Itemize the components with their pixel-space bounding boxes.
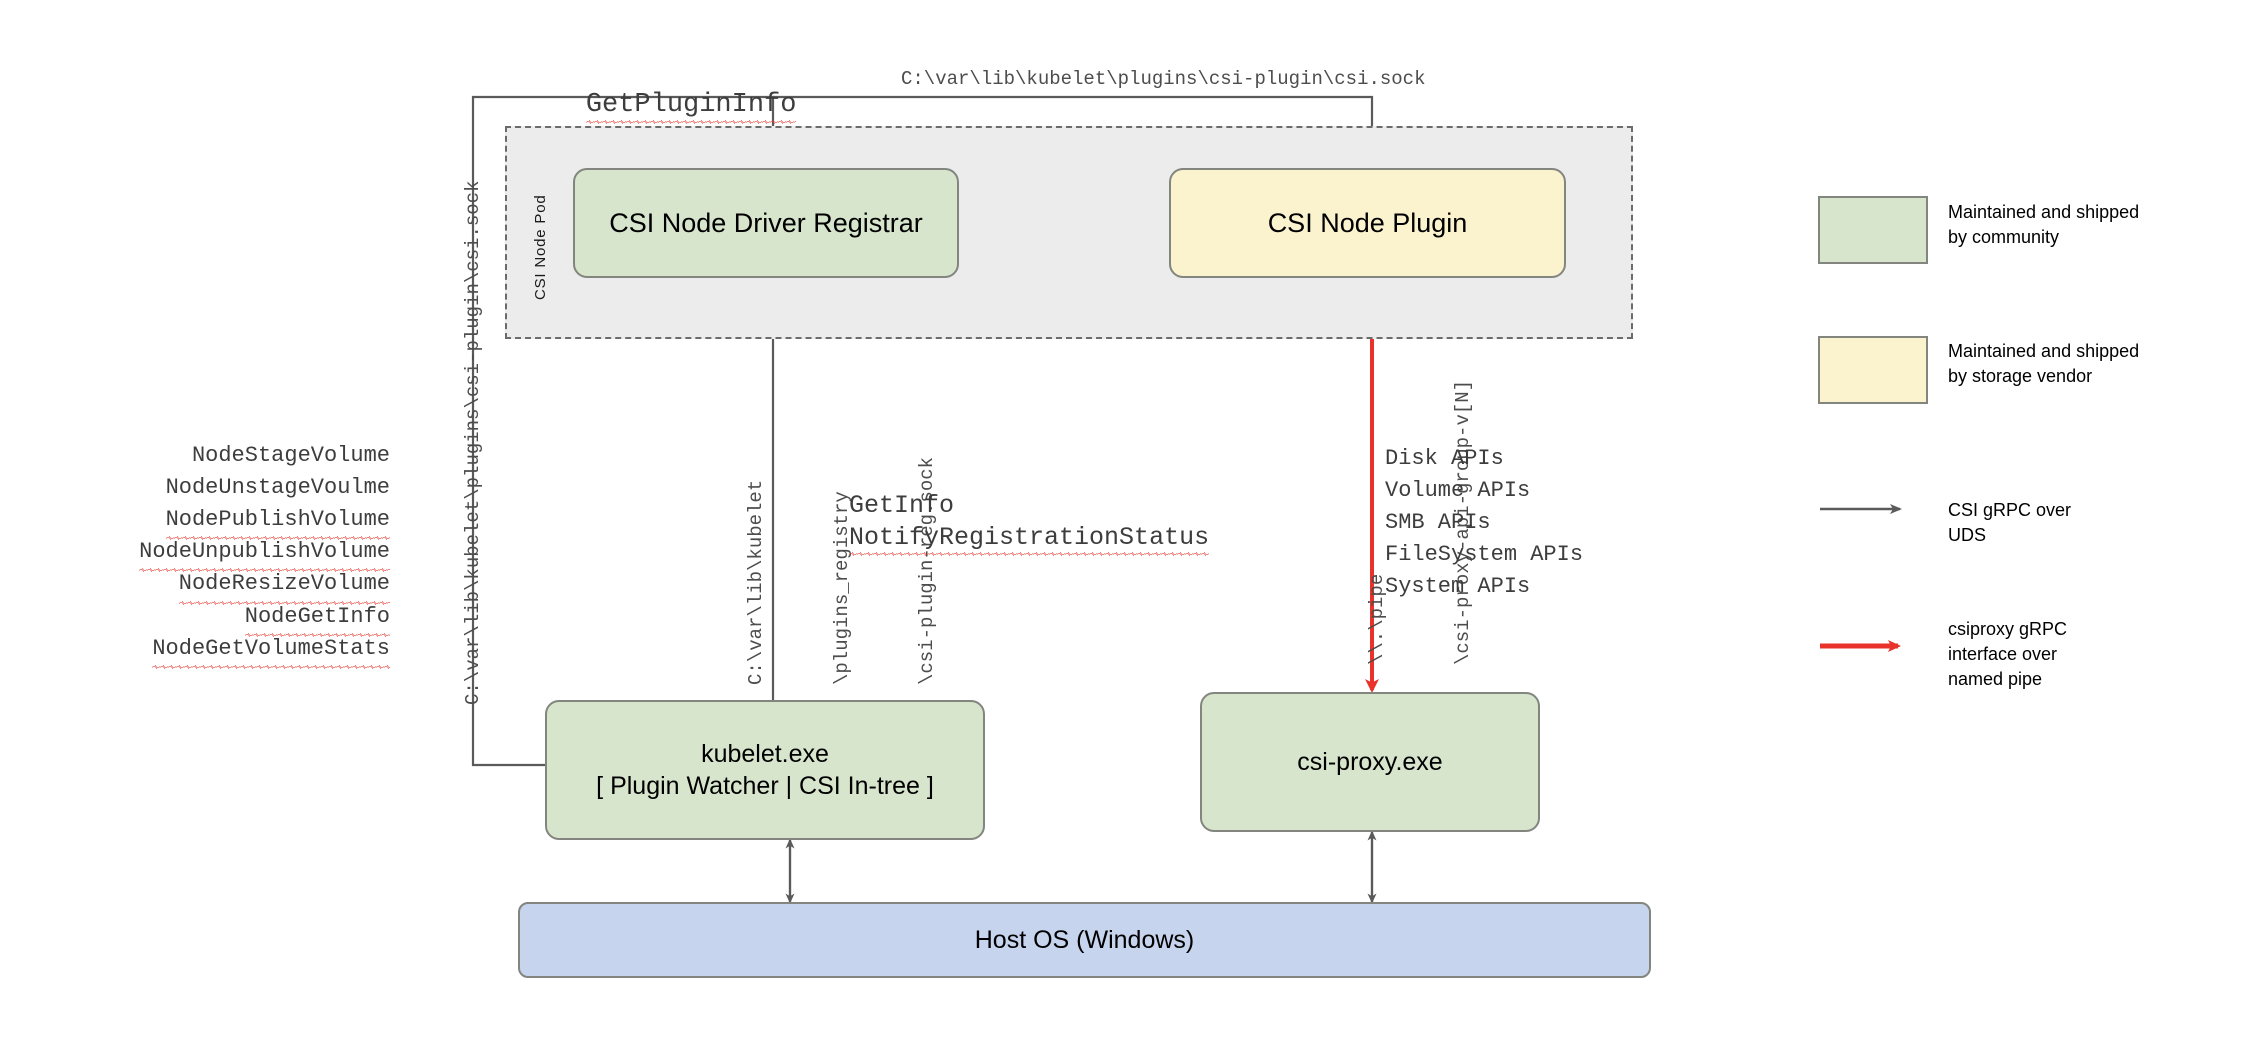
list-item: NodeGetVolumeStats [100, 633, 390, 669]
call-name: NodePublishVolume [165, 504, 391, 541]
list-item: NodeStageVolume [100, 440, 390, 472]
legend-label-community: Maintained and shipped by community [1948, 202, 2140, 247]
list-item: Volume APIs [1385, 478, 1531, 504]
legend-label-csiproxy-grpc: csiproxy gRPC interface over named pipe [1948, 619, 2068, 689]
list-item: Disk APIs [1385, 446, 1504, 471]
edge-label-text: GetPluginInfo [585, 90, 797, 124]
node-host-os[interactable]: Host OS (Windows) [518, 902, 1651, 978]
node-csi-node-driver-registrar[interactable]: CSI Node Driver Registrar [573, 168, 959, 278]
list-item: FileSystem APIs [1385, 542, 1584, 568]
node-label: csi-proxy.exe [1297, 748, 1443, 776]
edge-label-get-plugin-info: GetPluginInfo [521, 60, 796, 150]
edge-label-text: NotifyRegistrationStatus [849, 523, 1210, 556]
call-name: NodeUnstageVoulme [165, 475, 390, 501]
list-item: SMB APIs [1385, 510, 1491, 536]
list-item: NodeResizeVolume [100, 568, 391, 605]
call-name: NodeGetInfo [244, 601, 391, 637]
list-item: NodeUnpublishVolume [100, 536, 390, 573]
list-item: System APIs [1385, 574, 1531, 600]
legend-label-csi-grpc-uds: CSI gRPC over UDS [1948, 500, 2072, 545]
list-item: NodeGetInfo [100, 601, 391, 637]
edge-label-csi-sock-left: C:\var\lib\kubelet\plugins\csi-plugin\cs… [462, 180, 484, 706]
legend-swatch-community [1818, 196, 1928, 264]
call-name: NodeGetVolumeStats [152, 633, 390, 669]
legend: Maintained and shipped by community Main… [1800, 180, 2230, 710]
call-name: NodeUnpublishVolume [139, 536, 390, 573]
legend-label-storage-vendor: Maintained and shipped by storage vendor [1948, 341, 2140, 386]
node-kubelet-exe[interactable]: kubelet.exe [ Plugin Watcher | CSI In-tr… [545, 700, 985, 840]
node-csi-node-plugin[interactable]: CSI Node Plugin [1169, 168, 1566, 278]
csi-node-pod-label: CSI Node Pod [532, 194, 549, 301]
edge-label-csi-sock-top: C:\var\lib\kubelet\plugins\csi-plugin\cs… [901, 68, 1426, 90]
node-csi-proxy-exe[interactable]: csi-proxy.exe [1200, 692, 1540, 832]
list-item: NodePublishVolume [100, 504, 391, 541]
call-name: NodeStageVolume [191, 443, 390, 468]
csi-proxy-api-list: Disk APIs Volume APIs SMB APIs FileSyste… [1385, 443, 1583, 604]
node-service-call-list: NodeStageVolume NodeUnstageVoulme NodePu… [100, 440, 391, 669]
edge-label-notify-registration-status: NotifyRegistrationStatus [789, 494, 1210, 581]
call-name: NodeResizeVolume [178, 568, 391, 605]
path-line: C:\var\lib\kubelet [745, 479, 767, 685]
edge-label-get-info: GetInfo [789, 462, 954, 549]
list-item: NodeUnstageVoulme [100, 472, 390, 504]
node-label: Host OS (Windows) [974, 926, 1195, 954]
node-label: CSI Node Plugin [1267, 207, 1468, 238]
legend-swatch-storage-vendor [1818, 336, 1928, 404]
node-label-primary: kubelet.exe [701, 740, 829, 768]
node-label: CSI Node Driver Registrar [609, 207, 923, 238]
node-label-secondary: [ Plugin Watcher | CSI In-tree ] [596, 772, 934, 800]
edge-label-text: GetInfo [849, 491, 955, 520]
